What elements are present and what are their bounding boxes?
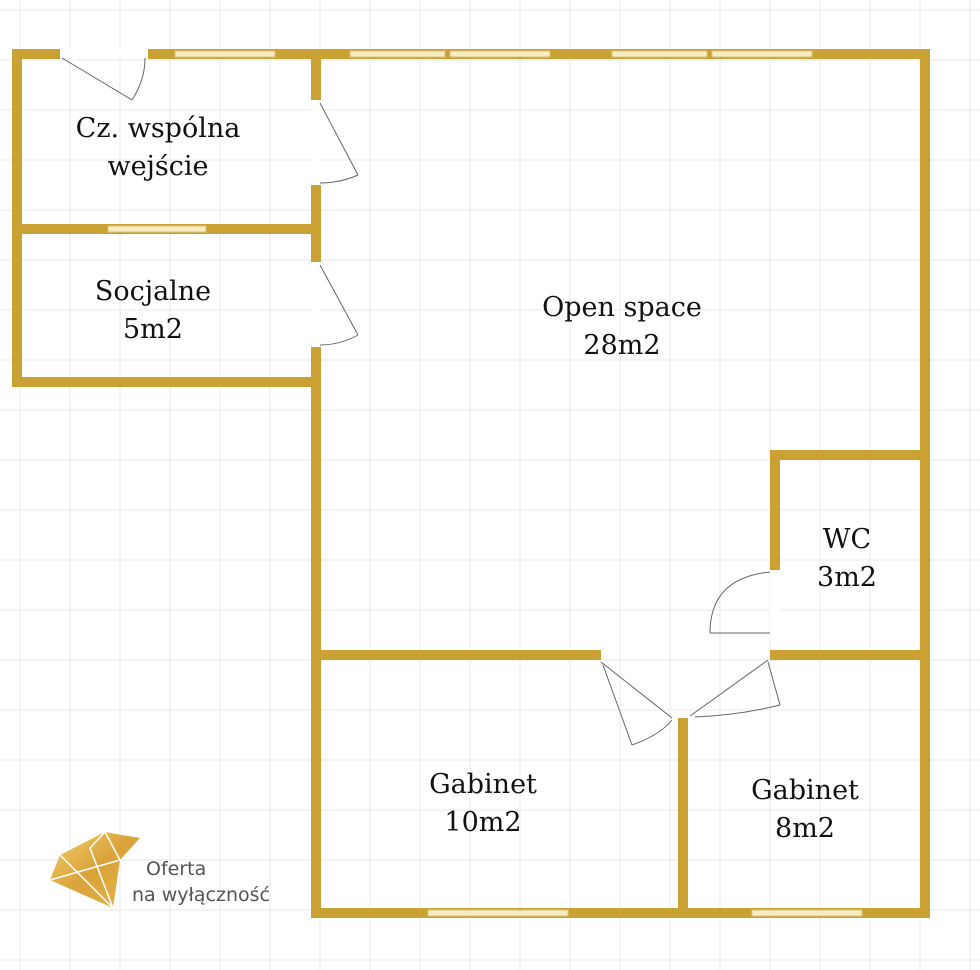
logo-text: Oferta na wyłączność <box>132 856 270 908</box>
room-area: wejście <box>107 151 209 182</box>
room-label-open-space: Open space 28m2 <box>542 289 702 365</box>
windows <box>107 50 863 917</box>
room-label-office-8: Gabinet 8m2 <box>751 772 859 848</box>
room-name: Gabinet <box>751 775 859 806</box>
logo-line-2: na wyłączność <box>132 884 270 906</box>
room-area: 5m2 <box>123 314 183 345</box>
room-area: 3m2 <box>817 562 877 593</box>
openings <box>60 49 780 640</box>
room-label-office-10: Gabinet 10m2 <box>429 766 537 842</box>
room-name: Socjalne <box>94 276 212 307</box>
room-label-wc: WC 3m2 <box>817 521 877 597</box>
room-area: 10m2 <box>444 807 522 838</box>
room-area: 8m2 <box>775 813 835 844</box>
room-name: Gabinet <box>429 769 537 800</box>
logo-line-1: Oferta <box>146 858 207 880</box>
room-label-common-entrance: Cz. wspólna wejście <box>76 110 241 186</box>
room-name: Open space <box>542 292 702 323</box>
diamond-logo-icon <box>49 830 140 909</box>
room-name: WC <box>822 524 872 555</box>
room-name: Cz. wspólna <box>75 113 241 144</box>
room-label-social: Socjalne 5m2 <box>95 273 211 349</box>
room-area: 28m2 <box>583 330 661 361</box>
doors <box>61 57 781 746</box>
